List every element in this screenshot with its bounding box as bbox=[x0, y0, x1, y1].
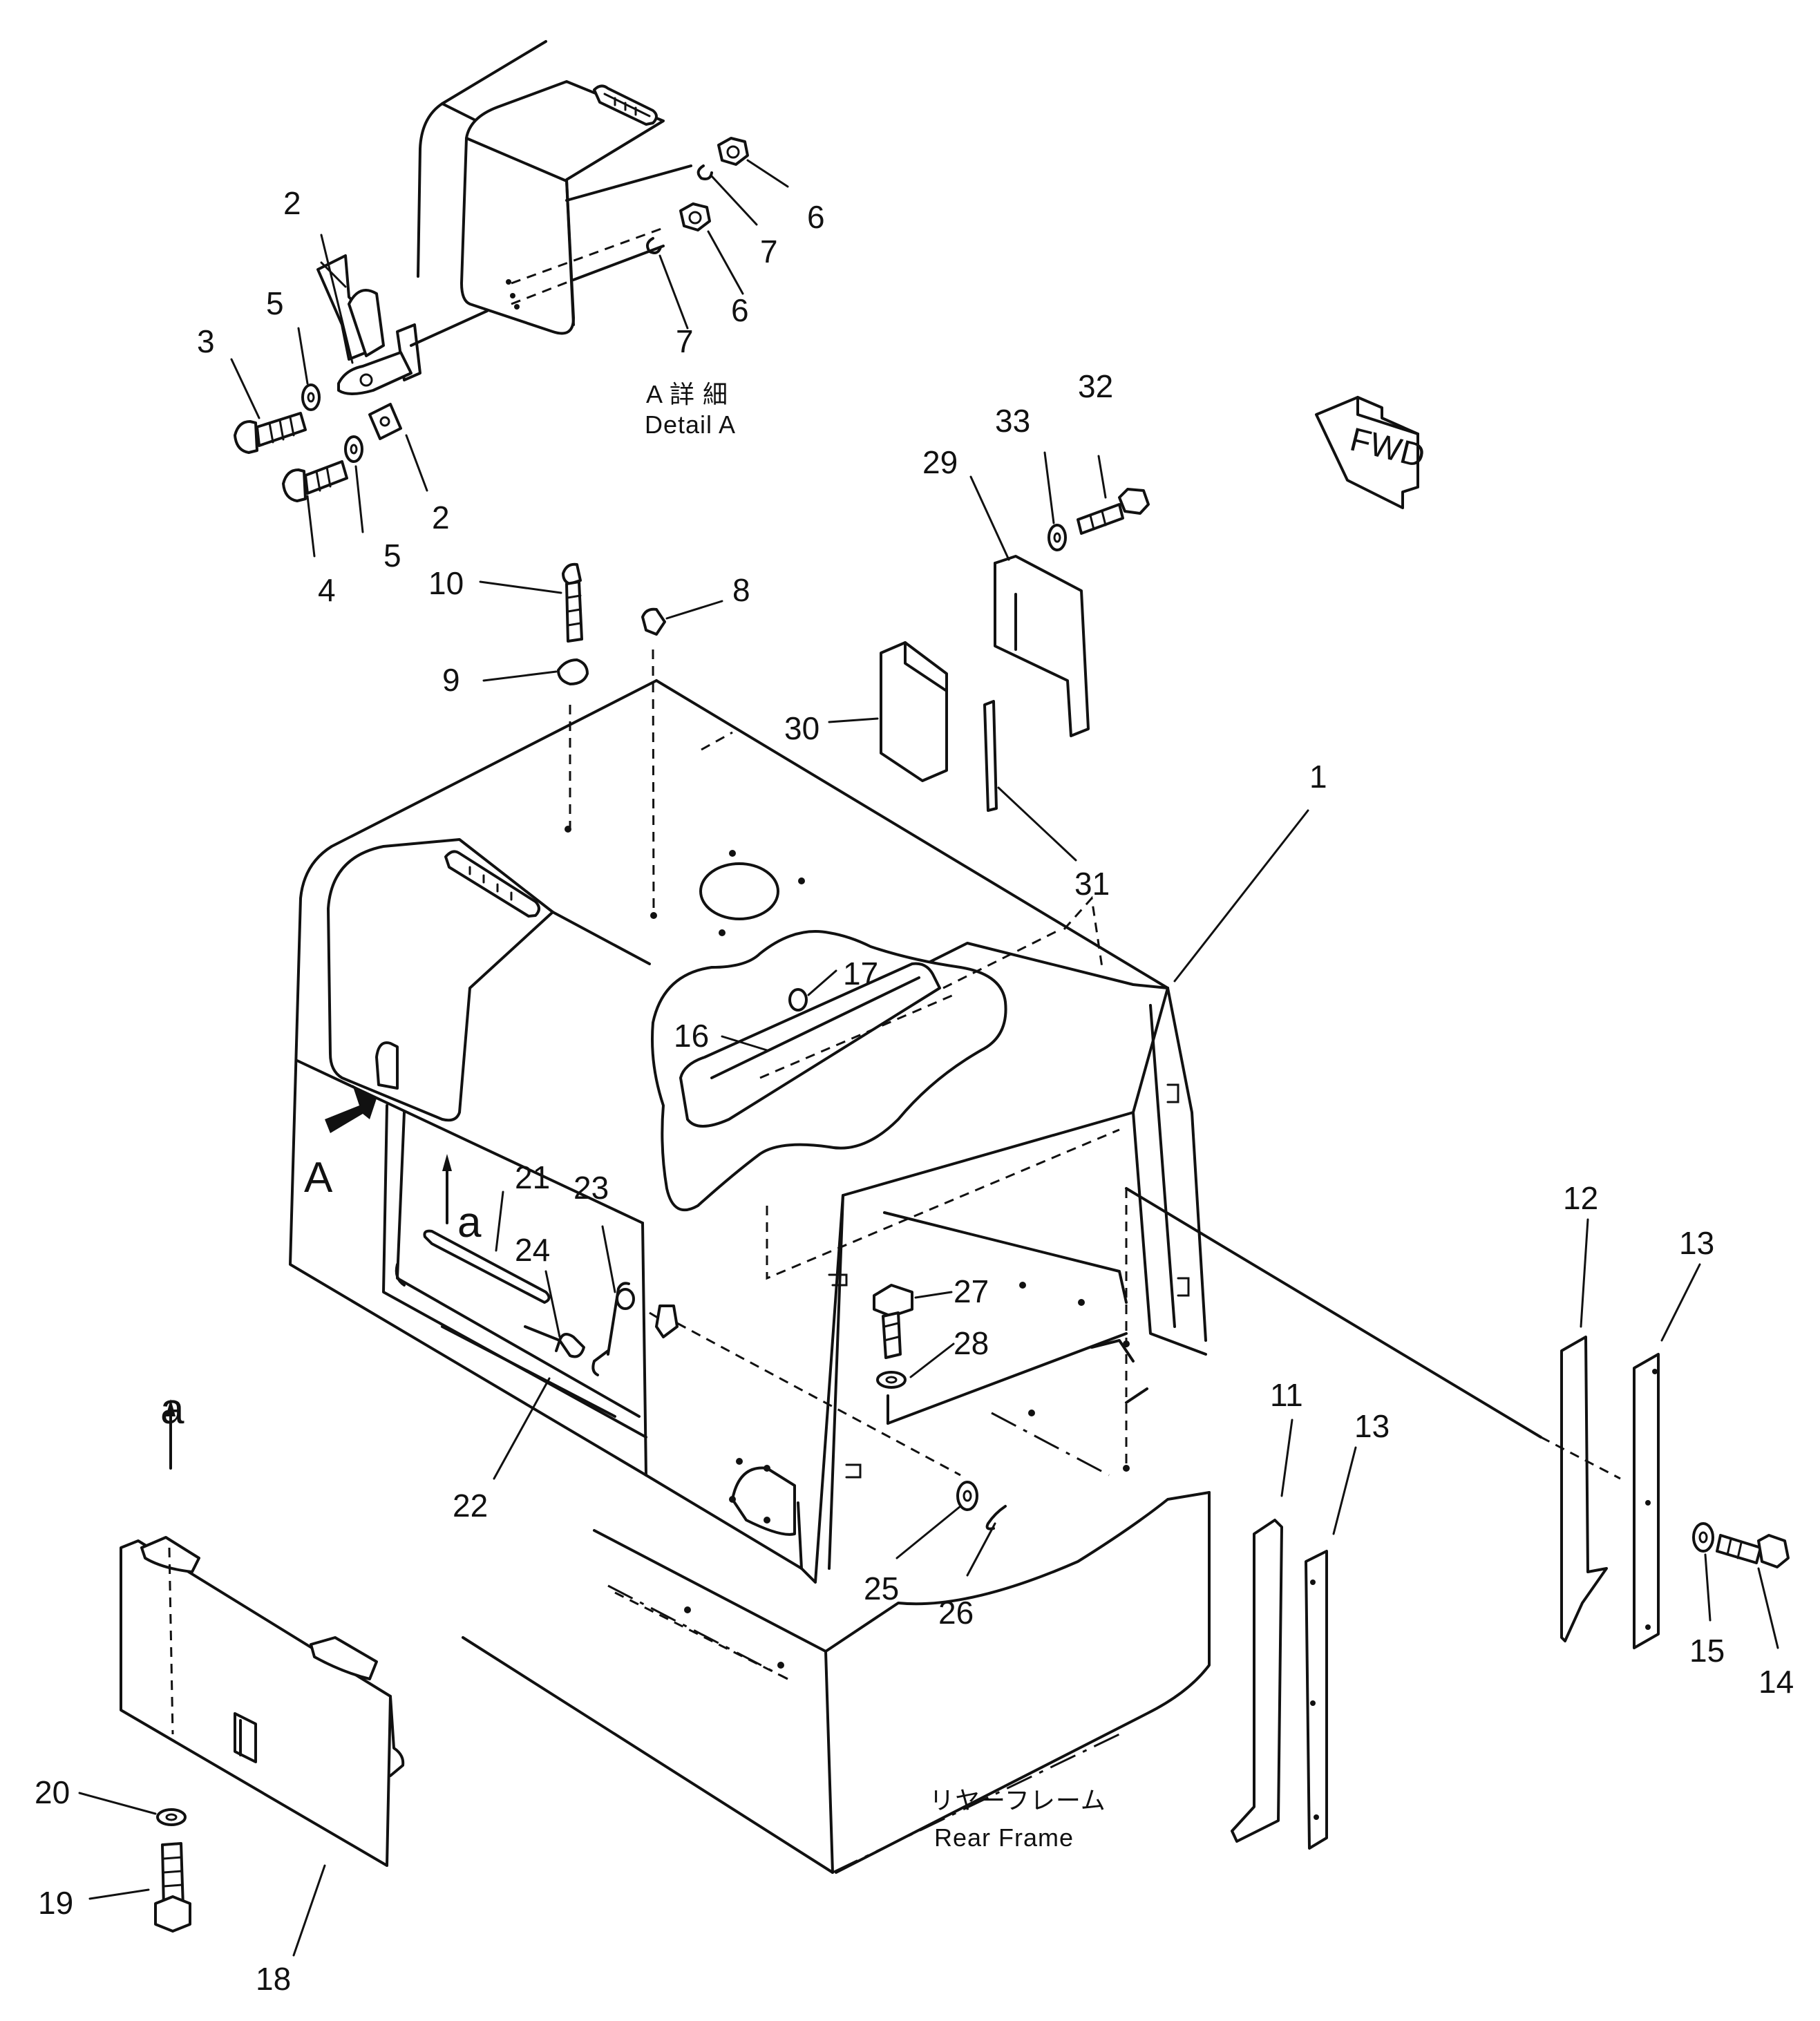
part-number: 8 bbox=[732, 572, 750, 608]
part-number: 22 bbox=[453, 1488, 488, 1524]
part-number: 9 bbox=[442, 662, 460, 698]
part-number: 23 bbox=[574, 1170, 609, 1206]
fwd-arrow-icon: FWD bbox=[1315, 396, 1428, 509]
part-number: 25 bbox=[864, 1571, 899, 1606]
part-number: 21 bbox=[515, 1159, 550, 1195]
part-numbers: 1 2 2 3 4 5 5 6 6 7 7 8 9 10 11 12 13 13… bbox=[35, 185, 1794, 1997]
part-number: 17 bbox=[843, 956, 878, 991]
leader-lines bbox=[78, 159, 1779, 1957]
part-number: 1 bbox=[1309, 759, 1327, 795]
view-arrow-icon bbox=[325, 1085, 377, 1133]
part-number: 5 bbox=[383, 538, 401, 573]
part-number: 6 bbox=[807, 199, 825, 235]
part-number: 27 bbox=[954, 1273, 989, 1309]
detail-a-illustration bbox=[234, 40, 749, 502]
ref-a-label-hood: a bbox=[457, 1199, 482, 1246]
part-number: 5 bbox=[266, 285, 284, 321]
detail-a-jp-label: A 詳 細 bbox=[646, 380, 728, 408]
part-number: 2 bbox=[432, 500, 450, 535]
hood-assembly bbox=[289, 649, 1211, 1874]
service-door bbox=[120, 1399, 405, 1933]
rear-frame-en-label: Rear Frame bbox=[934, 1823, 1074, 1852]
part-number: 3 bbox=[197, 323, 215, 359]
part-number: 11 bbox=[1270, 1377, 1303, 1413]
part-number: 12 bbox=[1563, 1180, 1598, 1216]
part-number: 15 bbox=[1689, 1633, 1725, 1669]
part-number: 14 bbox=[1759, 1664, 1794, 1700]
part-number: 13 bbox=[1354, 1408, 1390, 1444]
part-number: 7 bbox=[760, 234, 778, 269]
part-number: 26 bbox=[938, 1595, 974, 1631]
part-number: 13 bbox=[1679, 1225, 1714, 1261]
part-number: 32 bbox=[1078, 368, 1113, 404]
part-number: 28 bbox=[954, 1325, 989, 1361]
part-number: 16 bbox=[674, 1018, 709, 1054]
detail-a-en-label: Detail A bbox=[645, 410, 736, 439]
part-number: 18 bbox=[256, 1961, 291, 1997]
part-number: 30 bbox=[784, 710, 819, 746]
part-number: 19 bbox=[38, 1885, 73, 1921]
side-covers bbox=[1125, 1187, 1790, 1850]
view-a-label: A bbox=[304, 1154, 333, 1202]
up-arrow-icon bbox=[442, 1154, 452, 1171]
view-arrows bbox=[325, 1085, 452, 1224]
part-number: 2 bbox=[283, 185, 301, 221]
part-number: 24 bbox=[515, 1232, 550, 1268]
part-number: 10 bbox=[428, 565, 464, 601]
rear-frame-jp-label: リヤーフレーム bbox=[929, 1786, 1106, 1814]
part-number: 29 bbox=[922, 444, 958, 480]
part-number: 20 bbox=[35, 1774, 70, 1810]
part-number: 33 bbox=[995, 403, 1030, 439]
part-number: 4 bbox=[318, 572, 336, 608]
hood-fasteners bbox=[557, 488, 1150, 1530]
part-number: 6 bbox=[731, 292, 749, 328]
ref-a-label-door: a bbox=[160, 1385, 184, 1433]
annotations: A 詳 細 Detail A A a a リヤーフレーム Rear Frame bbox=[160, 380, 1106, 1852]
part-number: 31 bbox=[1074, 866, 1110, 902]
part-number: 7 bbox=[676, 323, 694, 359]
